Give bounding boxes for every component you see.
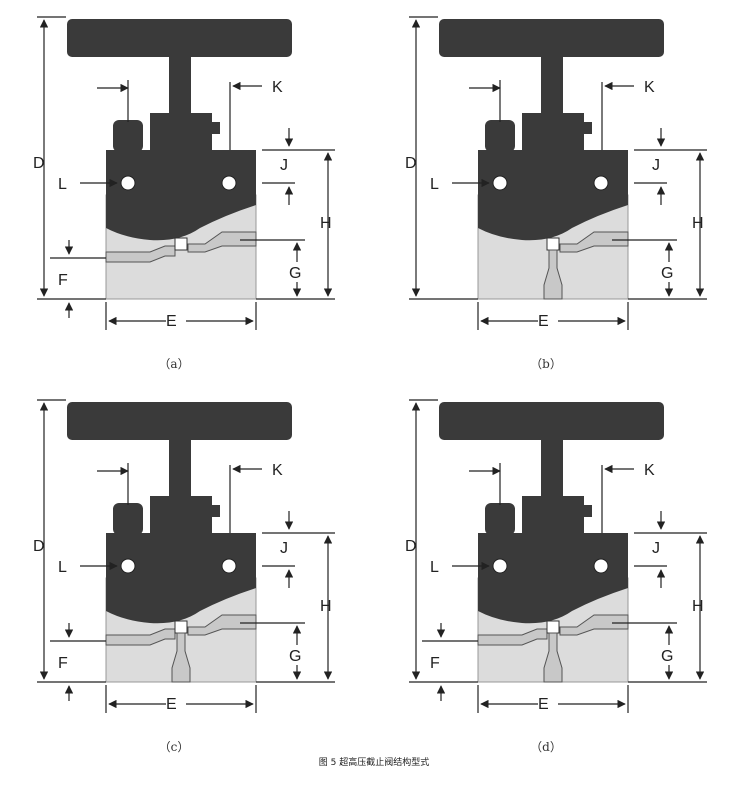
- dim-g-label: G: [289, 265, 301, 282]
- mounting-hole-left: [120, 175, 136, 191]
- dim-e-label: E: [166, 696, 177, 713]
- panel-caption: （a）: [158, 357, 189, 371]
- dim-j-label: J: [280, 157, 288, 174]
- lock-nut: [210, 505, 220, 517]
- valve-stem: [541, 55, 563, 117]
- dim-d-label: D: [405, 155, 417, 172]
- valve-panel-b: D E K L J H G （b）: [405, 16, 707, 371]
- lock-nut: [582, 505, 592, 517]
- dim-h-label: H: [320, 215, 332, 232]
- panel-caption: （d）: [530, 740, 562, 754]
- packing-nut: [113, 503, 143, 535]
- outlet-port: [187, 231, 257, 253]
- mounting-hole-right: [221, 558, 237, 574]
- bonnet: [522, 496, 584, 536]
- valve-stem: [169, 438, 191, 500]
- packing-nut: [485, 503, 515, 535]
- bottom-port: [543, 632, 563, 683]
- dim-j-label: J: [652, 540, 660, 557]
- inlet-port: [105, 628, 176, 646]
- dim-l-label: L: [430, 559, 439, 576]
- upper-body-section: [106, 533, 256, 624]
- dim-j-label: J: [280, 540, 288, 557]
- t-handle: [67, 402, 292, 440]
- valve-panel-a: D E K L J H G F （a）: [33, 16, 335, 371]
- mounting-hole-left: [120, 558, 136, 574]
- t-handle: [439, 19, 664, 57]
- upper-body-section: [106, 150, 256, 241]
- dim-k-label: K: [272, 462, 283, 479]
- dim-l-label: L: [58, 559, 67, 576]
- dim-f-label: F: [430, 655, 440, 672]
- t-handle: [439, 402, 664, 440]
- outlet-port: [187, 614, 257, 636]
- dim-e-label: E: [538, 696, 549, 713]
- bottom-port: [171, 632, 191, 683]
- panel-caption: （c）: [159, 740, 190, 754]
- dim-k-label: K: [644, 79, 655, 96]
- dim-g-label: G: [289, 648, 301, 665]
- dim-h-label: H: [320, 598, 332, 615]
- dim-g-label: G: [661, 648, 673, 665]
- bonnet: [150, 113, 212, 153]
- dim-f-label: F: [58, 272, 68, 289]
- dim-g-label: G: [661, 265, 673, 282]
- valve-stem: [169, 55, 191, 117]
- packing-nut: [113, 120, 143, 152]
- dim-d-label: D: [33, 538, 45, 555]
- dim-d-label: D: [405, 538, 417, 555]
- valve-panel-c: D E K L J H G F （c）: [33, 399, 335, 754]
- dim-d-label: D: [33, 155, 45, 172]
- packing-nut: [485, 120, 515, 152]
- t-handle: [67, 19, 292, 57]
- dim-k-label: K: [272, 79, 283, 96]
- mounting-hole-right: [593, 558, 609, 574]
- dim-e-label: E: [166, 313, 177, 330]
- lock-nut: [582, 122, 592, 134]
- outlet-port: [559, 614, 629, 636]
- valve-stem: [541, 438, 563, 500]
- seat: [546, 620, 560, 634]
- mounting-hole-right: [593, 175, 609, 191]
- dim-h-label: H: [692, 598, 704, 615]
- outlet-port: [559, 231, 629, 253]
- dim-l-label: L: [430, 176, 439, 193]
- dim-j-label: J: [652, 157, 660, 174]
- seat: [174, 237, 188, 251]
- valve-panel-d: D E K L J H G F （d）: [405, 399, 707, 754]
- seat: [174, 620, 188, 634]
- dim-e-label: E: [538, 313, 549, 330]
- mounting-hole-left: [492, 175, 508, 191]
- figure-caption: 图 5 超高压截止阀结构型式: [319, 756, 429, 768]
- dim-h-label: H: [692, 215, 704, 232]
- panel-caption: （b）: [530, 357, 562, 371]
- inlet-port: [477, 628, 548, 646]
- upper-body-section: [478, 150, 628, 241]
- seat: [546, 237, 560, 251]
- lock-nut: [210, 122, 220, 134]
- bottom-port: [543, 249, 563, 300]
- dim-l-label: L: [58, 176, 67, 193]
- inlet-port: [105, 245, 176, 263]
- dim-f-label: F: [58, 655, 68, 672]
- mounting-hole-right: [221, 175, 237, 191]
- upper-body-section: [478, 533, 628, 624]
- dim-k-label: K: [644, 462, 655, 479]
- bonnet: [150, 496, 212, 536]
- bonnet: [522, 113, 584, 153]
- mounting-hole-left: [492, 558, 508, 574]
